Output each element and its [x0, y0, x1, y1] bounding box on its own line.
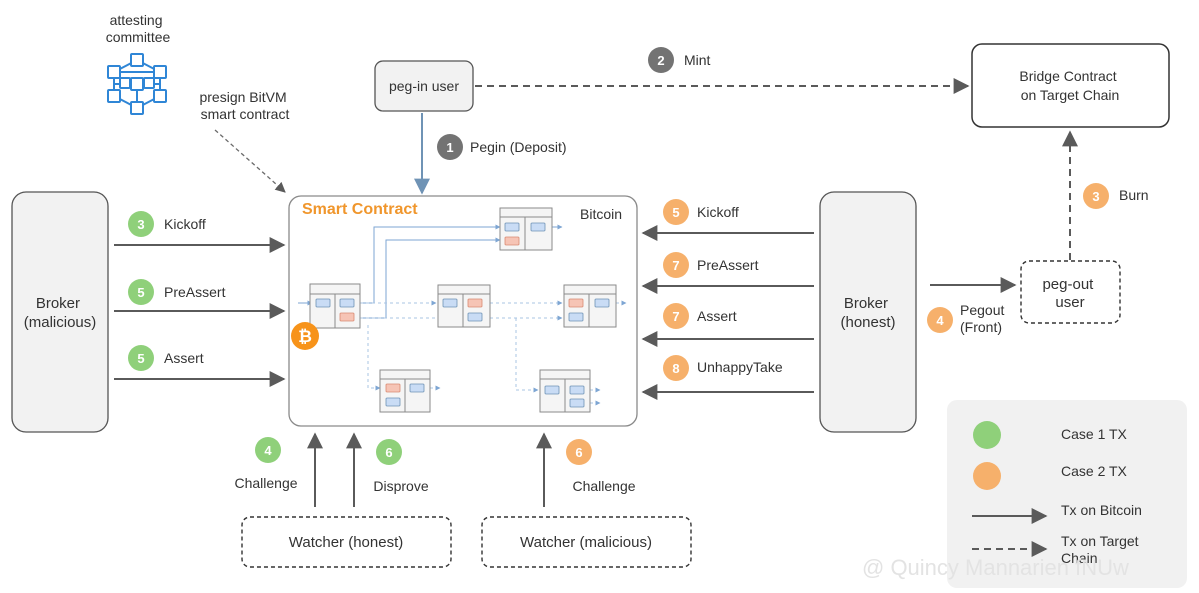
broker-honest-line2: (honest) — [840, 314, 895, 331]
tx-block — [309, 283, 361, 329]
watcher-malicious-box — [481, 516, 692, 568]
bitcoin-logo-icon: ₿ — [291, 322, 319, 350]
mint-label: Mint — [684, 52, 711, 68]
mint-badge-num: 2 — [657, 53, 664, 68]
tx-block — [437, 284, 491, 328]
committee-cubes-icon — [107, 53, 167, 115]
pegin-badge — [437, 134, 463, 160]
m-preassert-badge-num: 5 — [137, 285, 144, 300]
legend-case2-label: Case 2 TX — [1061, 463, 1128, 479]
pegin-badge-num: 1 — [446, 140, 453, 155]
wm-challenge-badge — [566, 439, 592, 465]
wm-challenge-label: Challenge — [572, 478, 635, 494]
w-disprove-badge-num: 6 — [385, 445, 392, 460]
legend-target-label: Tx on Target Chain — [1061, 533, 1142, 566]
m-assert-label: Assert — [164, 350, 204, 366]
w-challenge-badge-num: 4 — [264, 443, 272, 458]
m-assert-badge — [128, 345, 154, 371]
broker-malicious-label: Broker (malicious) — [24, 295, 97, 331]
tx-block — [499, 207, 553, 251]
attesting-committee-line1: attesting — [110, 12, 163, 28]
bridge-contract-box — [971, 43, 1170, 128]
h-assert-badge — [663, 303, 689, 329]
w-challenge-label: Challenge — [234, 475, 297, 491]
h-unhappy-label: UnhappyTake — [697, 359, 783, 375]
watcher-malicious-label: Watcher (malicious) — [520, 534, 652, 551]
m-preassert-label: PreAssert — [164, 284, 226, 300]
smart-contract-title: Smart Contract — [302, 201, 418, 218]
pegout-label: Pegout (Front) — [960, 302, 1008, 335]
h-preassert-badge — [663, 252, 689, 278]
legend-case1-dot — [973, 421, 1001, 449]
bridge-contract-line2: on Target Chain — [1021, 87, 1120, 103]
presign-arrow — [214, 129, 286, 193]
h-assert-badge-num: 7 — [672, 309, 679, 324]
pegin-user-label: peg-in user — [389, 78, 459, 94]
mint-badge — [648, 47, 674, 73]
w-disprove-badge — [376, 439, 402, 465]
burn-badge-num: 3 — [1092, 189, 1099, 204]
h-preassert-label: PreAssert — [697, 257, 759, 273]
m-assert-badge-num: 5 — [137, 351, 144, 366]
pegin-label: Pegin (Deposit) — [470, 139, 567, 155]
legend-target-line2: Chain — [1061, 550, 1098, 566]
burn-label: Burn — [1119, 187, 1149, 203]
broker-honest-line1: Broker — [844, 295, 888, 312]
h-kickoff-badge — [663, 199, 689, 225]
pegout-line1: Pegout — [960, 302, 1004, 318]
tx-block — [379, 369, 431, 413]
m-preassert-badge — [128, 279, 154, 305]
legend-bitcoin-label: Tx on Bitcoin — [1061, 502, 1142, 518]
pegout-user-line1: peg-out — [1042, 276, 1094, 293]
legend-target-line1: Tx on Target — [1061, 533, 1139, 549]
w-challenge-badge — [255, 437, 281, 463]
burn-badge — [1083, 183, 1109, 209]
tx-block — [563, 284, 617, 328]
tx-block — [539, 369, 591, 413]
tx-dashed-connectors — [360, 300, 627, 406]
wm-challenge-badge-num: 6 — [575, 445, 582, 460]
bridge-contract-label: Bridge Contract on Target Chain — [1019, 68, 1120, 103]
presign-line2: smart contract — [201, 106, 290, 122]
pegout-user-box — [1020, 260, 1121, 324]
bitcoin-label: Bitcoin — [580, 206, 622, 222]
h-kickoff-label: Kickoff — [697, 204, 739, 220]
pegout-user-label: peg-out user — [1042, 276, 1097, 311]
broker-honest-box — [819, 191, 917, 433]
presign-label: presign BitVM smart contract — [199, 89, 290, 122]
h-unhappy-badge — [663, 355, 689, 381]
pegout-badge-num: 4 — [936, 313, 944, 328]
legend-case2-dot — [973, 462, 1001, 490]
pegout-line2: (Front) — [960, 319, 1002, 335]
svg-text:₿: ₿ — [298, 327, 312, 347]
legend-box — [947, 400, 1187, 588]
watcher-honest-box — [241, 516, 452, 568]
h-assert-label: Assert — [697, 308, 737, 324]
attesting-committee-label: attesting committee — [106, 12, 171, 45]
broker-malicious-line2: (malicious) — [24, 314, 97, 331]
watcher-honest-label: Watcher (honest) — [289, 534, 404, 551]
pegout-user-line2: user — [1055, 294, 1084, 311]
m-kickoff-badge — [128, 211, 154, 237]
broker-malicious-box — [11, 191, 109, 433]
pegout-badge — [927, 307, 953, 333]
bridge-contract-line1: Bridge Contract — [1019, 68, 1116, 84]
w-disprove-label: Disprove — [373, 478, 428, 494]
watermark: @ Quincy Mannarien fNUw — [862, 555, 1129, 580]
h-unhappy-badge-num: 8 — [672, 361, 679, 376]
broker-malicious-line1: Broker — [36, 295, 80, 312]
attesting-committee-line2: committee — [106, 29, 171, 45]
m-kickoff-badge-num: 3 — [137, 217, 144, 232]
m-kickoff-label: Kickoff — [164, 216, 206, 232]
broker-honest-label: Broker (honest) — [840, 295, 895, 331]
presign-line1: presign BitVM — [199, 89, 286, 105]
legend-case1-label: Case 1 TX — [1061, 426, 1128, 442]
h-preassert-badge-num: 7 — [672, 258, 679, 273]
h-kickoff-badge-num: 5 — [672, 205, 679, 220]
pegin-user-box — [374, 60, 474, 112]
